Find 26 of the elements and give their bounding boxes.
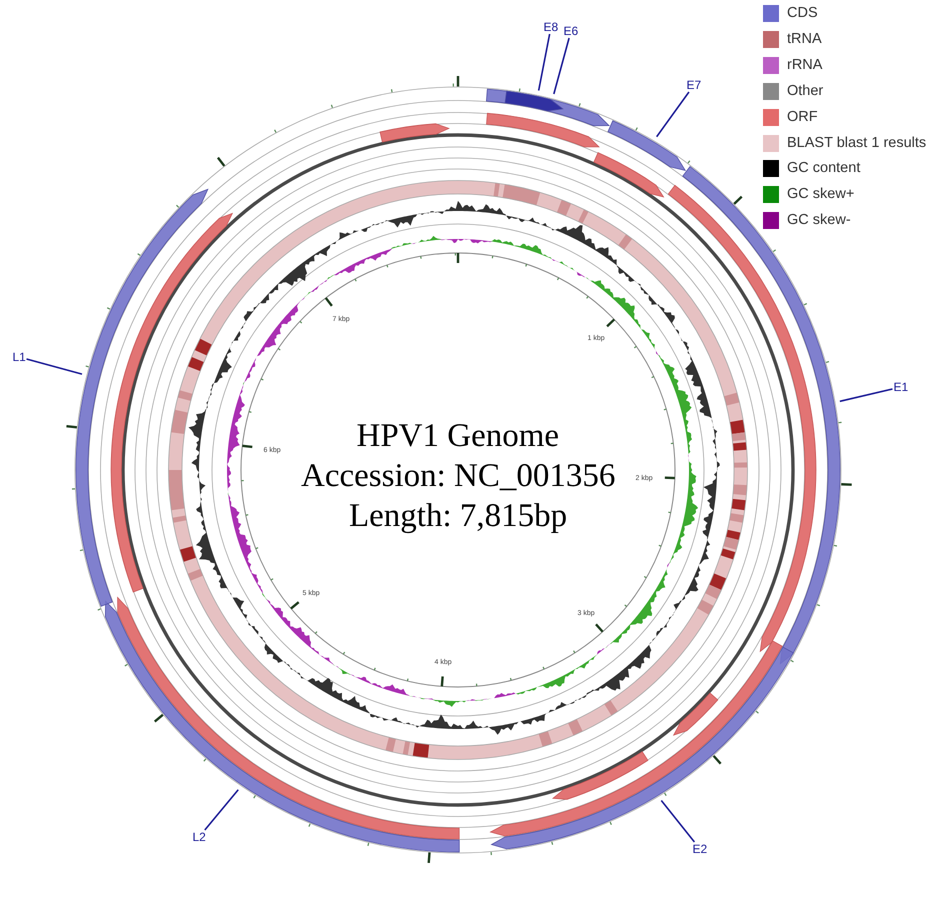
gene-label: L1 xyxy=(12,351,26,363)
legend-label: CDS xyxy=(787,6,818,20)
legend-label: rRNA xyxy=(787,58,822,72)
gene-label: E8 xyxy=(544,21,558,33)
legend-label: GC skew+ xyxy=(787,187,854,202)
leader-line xyxy=(553,38,570,94)
legend-label: tRNA xyxy=(787,32,822,46)
leader-line xyxy=(26,358,82,375)
gene-label: E1 xyxy=(894,381,908,393)
legend-label: Other xyxy=(787,84,824,98)
leader-line xyxy=(538,34,550,91)
gene-label: E7 xyxy=(686,79,702,91)
gene-label: E2 xyxy=(692,843,708,855)
legend-label: GC content xyxy=(787,161,860,176)
legend-label: BLAST blast 1 results xyxy=(787,136,926,150)
leader-line xyxy=(840,388,893,402)
genome-info: Accession: NC_001356 xyxy=(301,460,616,492)
leader-line xyxy=(204,789,239,831)
legend-label: GC skew- xyxy=(787,213,851,228)
gene-label: L2 xyxy=(192,831,206,843)
gene-label: E6 xyxy=(564,25,578,37)
leader-line xyxy=(660,800,696,842)
gene-arc xyxy=(489,646,795,852)
legend-label: ORF xyxy=(787,110,818,124)
genome-title: HPV1 Genome xyxy=(356,420,560,452)
genome-info: Length: 7,815bp xyxy=(349,500,568,532)
